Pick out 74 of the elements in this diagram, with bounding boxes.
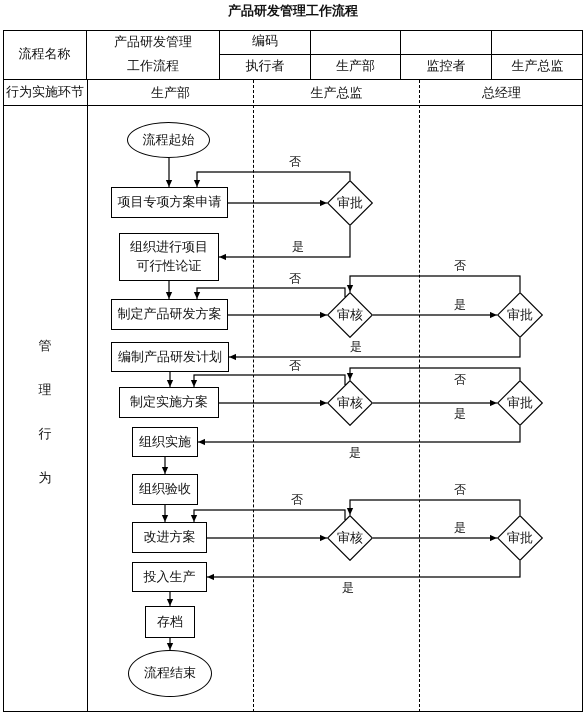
arrow xyxy=(346,499,521,515)
arrow xyxy=(207,561,521,580)
process-box: 组织进行项目可行性论证 xyxy=(119,233,219,281)
arrow xyxy=(190,374,346,387)
edge-label: 否 xyxy=(290,494,304,506)
table-cell: 流程名称 xyxy=(3,30,87,80)
arrow xyxy=(190,509,346,522)
edge-label: 是 xyxy=(291,240,305,254)
swimlane xyxy=(253,80,419,712)
arrow xyxy=(194,171,351,187)
decision-diamond: 审核 xyxy=(327,380,373,426)
edge-label: 是 xyxy=(349,340,363,354)
decision-diamond: 审批 xyxy=(497,292,543,338)
edge-label: 是 xyxy=(453,408,467,420)
edge-label: 否 xyxy=(453,484,467,496)
row-label: 管理行为 xyxy=(38,338,52,488)
arrow xyxy=(194,287,346,299)
edge-label: 是 xyxy=(453,298,467,312)
edge-label: 否 xyxy=(453,260,467,272)
edge-label: 是 xyxy=(348,446,362,460)
decision-diamond: 审批 xyxy=(327,180,373,226)
arrow xyxy=(207,534,327,542)
arrow xyxy=(228,200,327,206)
edge-label: 是 xyxy=(453,522,467,534)
process-box: 组织验收 xyxy=(132,474,198,505)
lane-title: 总经理 xyxy=(420,80,583,106)
process-box: 投入生产 xyxy=(132,562,207,592)
arrow xyxy=(166,638,174,650)
edge-label: 是 xyxy=(341,582,355,594)
process-box: 改进方案 xyxy=(132,522,207,553)
arrow xyxy=(166,281,172,299)
arrow xyxy=(198,426,521,446)
arrow xyxy=(166,592,174,606)
decision-diamond: 审批 xyxy=(497,515,543,561)
process-box: 制定产品研发方案 xyxy=(111,299,228,330)
row-header-cell: 行为实施环节 xyxy=(3,80,87,106)
arrow xyxy=(162,457,168,474)
edge-label: 否 xyxy=(288,360,302,372)
arrow xyxy=(228,312,327,318)
arrow xyxy=(346,275,521,292)
arrow xyxy=(166,372,174,387)
decision-diamond: 审核 xyxy=(327,515,373,561)
process-box: 存档 xyxy=(145,606,195,638)
process-box: 项目专项方案申请 xyxy=(111,187,228,218)
arrow xyxy=(166,158,172,187)
arrow xyxy=(229,338,521,360)
lane-title: 生产总监 xyxy=(254,80,419,106)
table-cell: 编码 xyxy=(220,30,311,55)
arrow xyxy=(219,226,351,260)
table-cell: 生产部 xyxy=(311,55,401,80)
diagram-title: 产品研发管理工作流程 xyxy=(228,2,358,21)
table-cell: 生产总监 xyxy=(492,55,583,80)
terminator-ellipse: 流程结束 xyxy=(128,650,212,697)
process-box: 组织实施 xyxy=(132,427,198,457)
arrow xyxy=(219,400,327,406)
table-cell: 执行者 xyxy=(220,55,311,80)
swimlane xyxy=(419,80,583,712)
arrow xyxy=(373,400,497,406)
arrow xyxy=(162,505,168,522)
edge-label: 否 xyxy=(453,374,467,386)
table-cell: 产品研发管理工作流程 xyxy=(87,30,220,80)
edge-label: 否 xyxy=(288,156,302,168)
arrow xyxy=(373,312,497,318)
edge-label: 否 xyxy=(288,272,302,286)
decision-diamond: 审核 xyxy=(327,292,373,338)
process-box: 制定实施方案 xyxy=(119,387,219,418)
swimlane xyxy=(87,80,253,712)
process-box: 编制产品研发计划 xyxy=(111,342,229,372)
arrow xyxy=(373,534,497,542)
terminator-ellipse: 流程起始 xyxy=(127,122,210,158)
decision-diamond: 审批 xyxy=(497,380,543,426)
table-cell: 监控者 xyxy=(401,55,492,80)
arrow xyxy=(346,367,521,380)
lane-title: 生产部 xyxy=(88,80,253,106)
